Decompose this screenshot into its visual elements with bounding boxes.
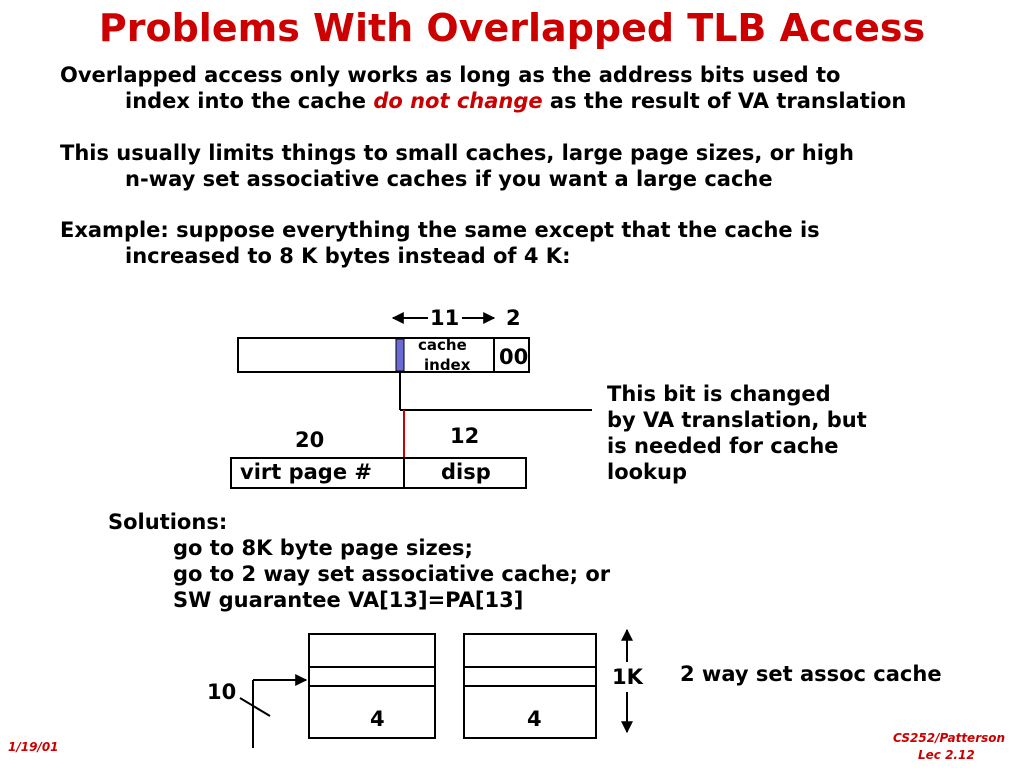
virtual-address-box [230, 457, 527, 489]
solution-item-1: go to 8K byte page sizes; [173, 536, 473, 560]
para3-line1: Example: suppose everything the same exc… [60, 218, 820, 242]
offset-value: 00 [499, 345, 529, 369]
para1-line1: Overlapped access only works as long as … [60, 63, 841, 87]
way-1-width-label: 4 [527, 707, 542, 731]
footer-course: CS252/Patterson [893, 731, 1006, 745]
index-label: index [424, 356, 471, 374]
bits-12-label: 12 [450, 424, 480, 448]
bits-11-label: 11 [430, 306, 460, 330]
solution-item-3: SW guarantee VA[13]=PA[13] [173, 588, 524, 612]
solution-item-2: go to 2 way set associative cache; or [173, 562, 611, 586]
para1-highlight: do not change [373, 89, 543, 113]
cache-label: cache [418, 336, 467, 354]
para1-line2: index into the cache do not change as th… [125, 88, 906, 114]
footer-lecture: Lec 2.12 [918, 748, 975, 762]
footer-date: 1/19/01 [8, 740, 59, 754]
solutions-heading: Solutions: [108, 510, 228, 534]
index-bit-marker [395, 338, 405, 372]
note-line-4: lookup [607, 460, 688, 484]
way-0-width-label: 4 [370, 707, 385, 731]
bits-2-label: 2 [506, 306, 521, 330]
index-bits-10-label: 10 [207, 680, 237, 704]
para1-line2-pre: index into the cache [125, 89, 374, 113]
para3-line2: increased to 8 K bytes instead of 4 K: [125, 244, 571, 268]
para2-line2: n-way set associative caches if you want… [125, 167, 773, 191]
note-line-1: This bit is changed [607, 382, 831, 406]
disp-label: disp [441, 460, 491, 484]
index-width-slash [239, 697, 271, 717]
physical-address-box [237, 337, 530, 373]
bits-20-label: 20 [295, 428, 325, 452]
para2-line1: This usually limits things to small cach… [60, 141, 854, 165]
virt-page-label: virt page # [240, 460, 372, 484]
para1-line2-post: as the result of VA translation [542, 89, 907, 113]
cache-caption: 2 way set assoc cache [680, 662, 942, 686]
slide-title: Problems With Overlapped TLB Access [98, 6, 926, 50]
note-line-3: is needed for cache [607, 434, 839, 458]
height-1k-label: 1K [612, 665, 643, 689]
note-line-2: by VA translation, but [607, 408, 867, 432]
